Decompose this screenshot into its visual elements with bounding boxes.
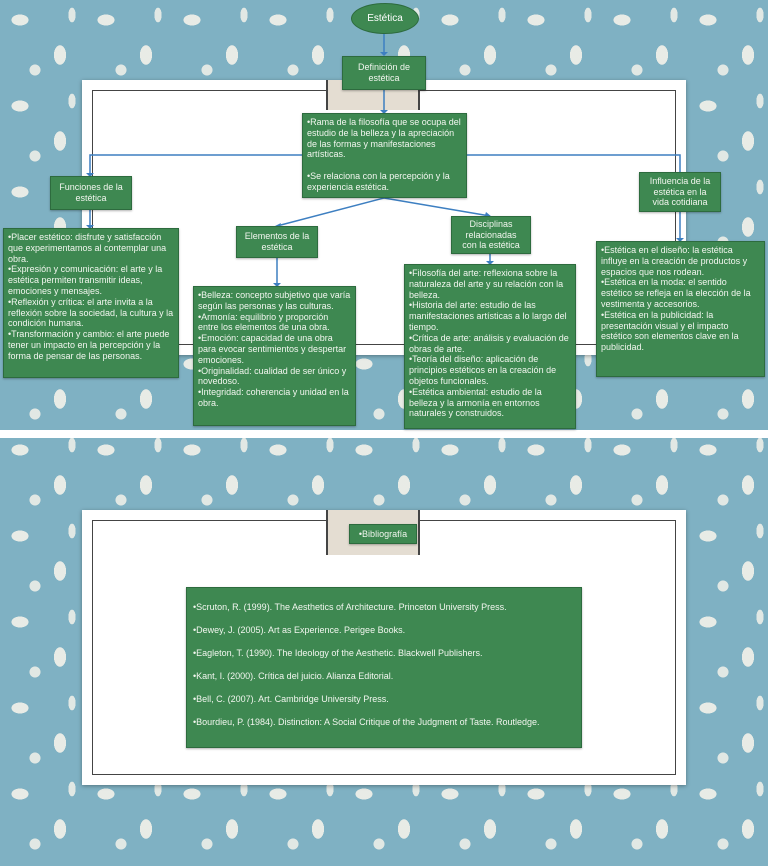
bibliography-list: •Scruton, R. (1999). The Aesthetics of A… [193,596,575,734]
elements-text-node: •Belleza: concepto subjetivo que varía s… [193,286,356,426]
bibliography-item: •Eagleton, T. (1990). The Ideology of th… [193,648,483,658]
disciplines-title-node: Disciplinas relacionadas con la estética [451,216,531,254]
disciplines-text-node: •Filosofía del arte: reflexiona sobre la… [404,264,576,429]
functions-text-node: •Placer estético: disfrute y satisfacció… [3,228,179,378]
definition-title-node: Definición de estética [342,56,426,90]
functions-title-node: Funciones de la estética [50,176,132,210]
bibliography-list-node: •Scruton, R. (1999). The Aesthetics of A… [186,587,582,748]
definition-text-node: •Rama de la filosofía que se ocupa del e… [302,113,467,198]
influence-text-node: •Estética en el diseño: la estética infl… [596,241,765,377]
root-node: Estética [351,3,419,34]
influence-title-node: Influencia de la estética en la vida cot… [639,172,721,212]
bibliography-item: •Bell, C. (2007). Art. Cambridge Univers… [193,694,389,704]
slide-divider [0,430,768,438]
bibliography-item: •Bourdieu, P. (1984). Distinction: A Soc… [193,717,540,727]
elements-title-node: Elementos de la estética [236,226,318,258]
bibliography-item: •Dewey, J. (2005). Art as Experience. Pe… [193,625,406,635]
bibliography-title-node: •Bibliografía [349,524,417,544]
bibliography-item: •Scruton, R. (1999). The Aesthetics of A… [193,602,507,612]
bibliography-item: •Kant, I. (2000). Crítica del juicio. Al… [193,671,394,681]
